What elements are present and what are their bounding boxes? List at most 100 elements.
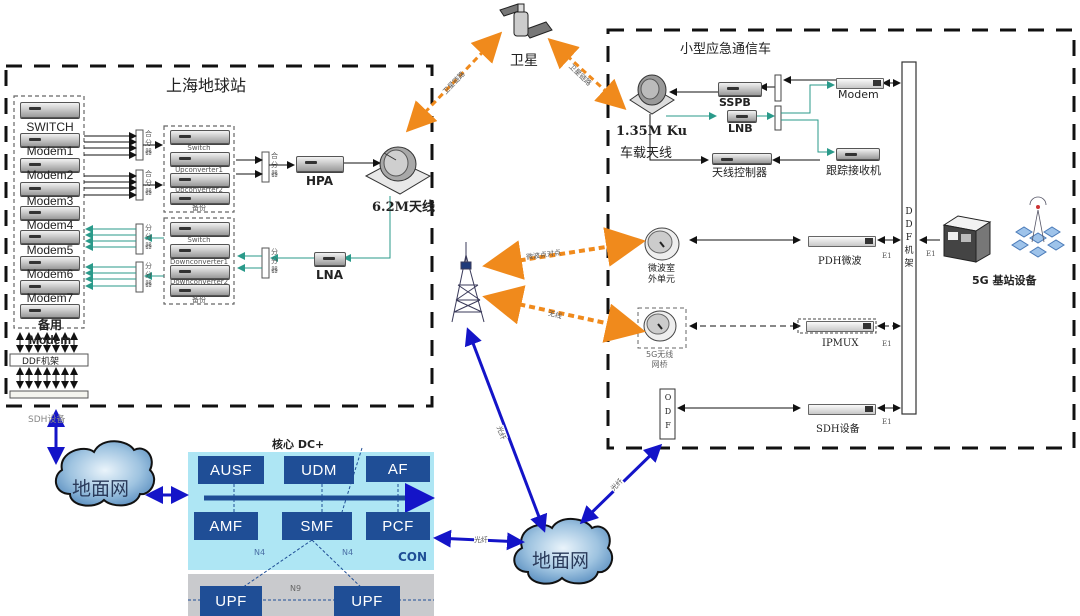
nf-upf-1: UPF <box>200 586 262 616</box>
modem-device-icon <box>20 182 80 196</box>
hpa-device-icon <box>296 156 344 172</box>
lnb-label: LNB <box>728 122 753 135</box>
ground-network-right-label: 地面网 <box>532 550 590 572</box>
sspb-label: SSPB <box>719 96 751 109</box>
sdh-device-icon <box>808 404 876 415</box>
modem-device-icon <box>20 280 80 294</box>
nf-ausf: AUSF <box>198 456 264 484</box>
device-label: Modem7 <box>26 291 74 305</box>
base-station-label: 5G 基站设备 <box>972 274 1037 287</box>
microwave-dish-icon <box>644 227 680 261</box>
downconverter-icon <box>170 244 230 258</box>
sdh-right-label: SDH设备 <box>816 424 860 435</box>
nf-amf: AMF <box>194 512 258 540</box>
switch-device-icon <box>170 222 230 236</box>
tracking-receiver-label: 跟踪接收机 <box>826 164 881 177</box>
sspb-device-icon <box>718 82 762 96</box>
upconverter-icon <box>170 152 230 166</box>
modem-label: Modem <box>838 88 879 101</box>
modem-device-icon <box>20 158 80 172</box>
device-label: Modem5 <box>26 243 74 257</box>
nf-af: AF <box>366 456 430 482</box>
n9-label: N9 <box>290 584 302 593</box>
upconverter-icon <box>170 173 230 187</box>
tracking-receiver-icon <box>836 148 880 160</box>
modem-device-icon <box>20 133 80 147</box>
antenna-135m-icon <box>629 74 675 115</box>
antenna-62m-icon <box>364 146 432 195</box>
e1-label: E1 <box>882 418 892 426</box>
backup-device-icon <box>170 192 230 204</box>
combiner-label: 合分器 <box>145 130 152 156</box>
shanghai-station-frame <box>4 64 434 408</box>
device-label: 备份 <box>192 204 206 212</box>
antenna-controller-label: 天线控制器 <box>712 166 767 179</box>
antenna-135m-label-1: 1.35M Ku <box>616 124 688 139</box>
base-station-box-icon <box>942 215 992 263</box>
n4-right-label: N4 <box>342 548 354 557</box>
modem-device-icon <box>20 256 80 270</box>
downconverter-icon <box>170 265 230 279</box>
device-label: Modem6 <box>26 267 74 281</box>
device-label: Modem2 <box>26 168 74 182</box>
nf-udm: UDM <box>284 456 354 484</box>
fiveg-bridge-dish-icon <box>643 310 677 342</box>
device-label: Switch <box>187 144 211 152</box>
combiner-label: 合分器 <box>145 170 152 196</box>
device-label: 备份 <box>192 296 206 304</box>
device-label: Upconverter2 <box>175 186 223 194</box>
fiveg-bridge-label: 5G无线网桥 <box>646 350 674 369</box>
device-label: Upconverter1 <box>175 166 223 174</box>
splitter-label: 分分器 <box>271 248 278 274</box>
satellite-label: 卫星 <box>510 53 538 69</box>
device-label: Modem3 <box>26 194 74 208</box>
e1-label: E1 <box>882 252 892 260</box>
core-title: 核心 DC+ <box>270 436 327 452</box>
modem-device-icon <box>20 206 80 220</box>
ddf-rack-label: DDF机架 <box>22 357 60 367</box>
n4-left-label: N4 <box>254 548 266 557</box>
sdh-left-label: SDH设备 <box>28 415 66 425</box>
splitter-label: 分分器 <box>145 262 152 288</box>
e1-label: E1 <box>926 250 936 258</box>
device-label: 备用Modem <box>29 318 71 347</box>
ipmux-label: IPMUX <box>822 338 859 349</box>
nf-upf-2: UPF <box>334 586 400 616</box>
nf-pcf: PCF <box>366 512 430 540</box>
shanghai-station-title: 上海地球站 <box>166 76 247 95</box>
device-label: SWITCH <box>26 120 74 134</box>
hpa-label: HPA <box>306 174 334 188</box>
ipmux-device-icon <box>806 321 874 332</box>
control-plane-label: CON <box>398 550 428 564</box>
lna-label: LNA <box>316 268 343 282</box>
device-label: Modem1 <box>26 144 74 158</box>
e1-label: E1 <box>882 340 892 348</box>
modem-device-icon <box>836 78 884 89</box>
lna-device-icon <box>314 252 346 266</box>
antenna-controller-icon <box>712 153 772 164</box>
ground-network-left-label: 地面网 <box>72 478 130 500</box>
cellular-hex-icon <box>1011 226 1065 258</box>
antenna-62m-label: 6.2M天线 <box>372 200 436 215</box>
combiner-label: 合分器 <box>271 152 278 178</box>
switch-device-icon <box>20 102 80 118</box>
cell-tower-icon <box>451 242 485 323</box>
device-label: Downconverter2 <box>170 278 229 286</box>
lnb-device-icon <box>727 110 757 122</box>
device-label: Downconverter1 <box>170 258 229 266</box>
antenna-135m-label-2: 车载天线 <box>620 146 673 161</box>
ground-network-cloud-right <box>513 518 614 585</box>
microwave-outdoor-label: 微波室外单元 <box>648 264 676 285</box>
vehicle-frame <box>606 28 1076 450</box>
fiber-left-label: 光纤 <box>474 535 488 545</box>
backup-device-icon <box>170 284 230 296</box>
device-label: Switch <box>187 236 211 244</box>
splitter-label: 分分器 <box>145 224 152 250</box>
modem-device-icon <box>20 304 80 318</box>
nf-smf: SMF <box>282 512 352 540</box>
device-label: Modem4 <box>26 218 74 232</box>
pdh-label: PDH微波 <box>818 256 862 267</box>
